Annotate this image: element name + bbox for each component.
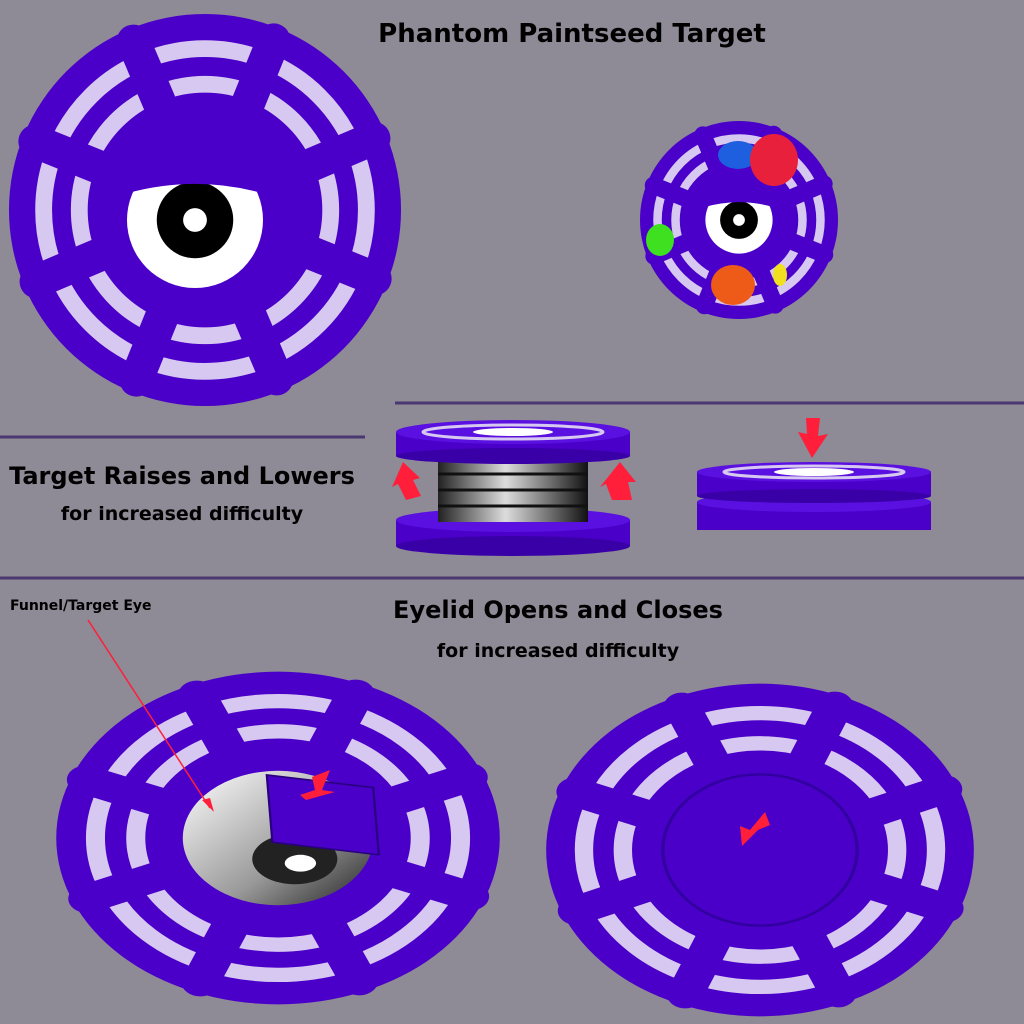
painted-target-view xyxy=(640,121,838,319)
paint-splat-icons xyxy=(646,134,798,305)
eyelid-subheading: for increased difficulty xyxy=(437,640,680,662)
raise-heading: Target Raises and Lowers xyxy=(9,462,355,490)
sheet-title: Phantom Paintseed Target xyxy=(378,19,766,49)
lowered-target-side-view xyxy=(697,418,931,530)
down-arrow-icon xyxy=(740,812,770,846)
callout-arrowhead-icon xyxy=(202,798,214,812)
eyelid-open-view xyxy=(56,619,500,1004)
raised-target-side-view xyxy=(392,420,636,556)
callout-line xyxy=(87,619,211,809)
down-arrow-icon xyxy=(798,418,828,458)
target-eye-icon xyxy=(122,135,268,288)
up-arrow-icon xyxy=(600,462,636,500)
eyelid-closed-view xyxy=(546,684,974,1017)
up-arrow-icon xyxy=(392,462,421,500)
up-arrow-icon xyxy=(300,770,335,800)
raise-subheading: for increased difficulty xyxy=(61,503,304,525)
eyelid-heading: Eyelid Opens and Closes xyxy=(393,596,723,624)
target-front-view xyxy=(9,14,401,406)
callout-label: Funnel/Target Eye xyxy=(10,598,152,614)
